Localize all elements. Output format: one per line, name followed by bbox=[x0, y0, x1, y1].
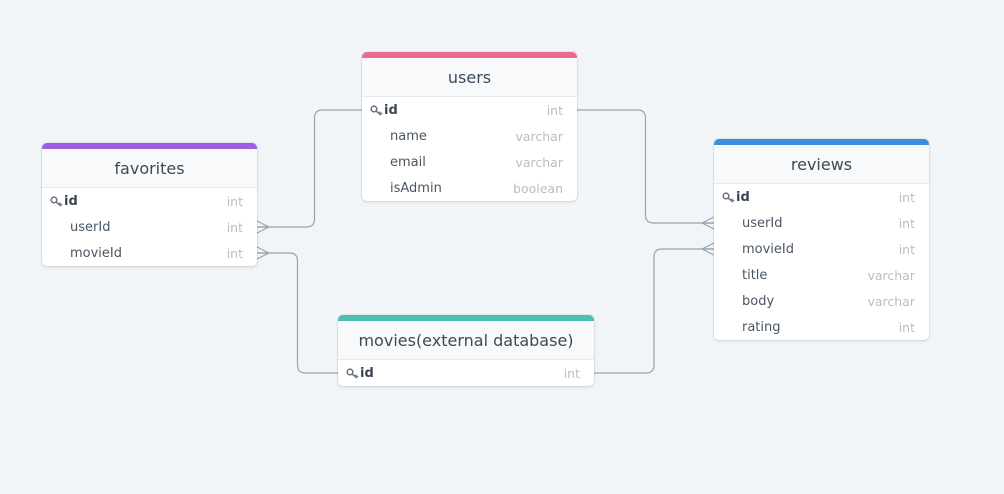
table-reviews-title: reviews bbox=[714, 145, 929, 184]
field-name: id bbox=[360, 365, 374, 381]
field-type: varchar bbox=[515, 128, 563, 144]
field-type: int bbox=[226, 193, 243, 209]
field-type: boolean bbox=[513, 180, 563, 196]
primary-key-icon bbox=[48, 195, 64, 207]
field-type: int bbox=[563, 365, 580, 381]
table-reviews[interactable]: reviews id int userId int movieId int title var… bbox=[714, 139, 929, 340]
field-name: movieId bbox=[742, 241, 795, 257]
table-favorites-color-bar bbox=[42, 143, 257, 149]
link-movies-reviews bbox=[594, 248, 714, 374]
link-favorites-movies bbox=[257, 252, 338, 374]
table-movies-title: movies(external database) bbox=[338, 321, 594, 360]
field-type: int bbox=[226, 245, 243, 261]
field-row-isAdmin[interactable]: isAdmin boolean bbox=[362, 175, 577, 201]
field-name: id bbox=[736, 189, 750, 205]
field-name: rating bbox=[742, 319, 781, 335]
table-movies[interactable]: movies(external database) id int bbox=[338, 315, 594, 386]
field-name: id bbox=[64, 193, 78, 209]
table-favorites-title: favorites bbox=[42, 149, 257, 188]
field-type: varchar bbox=[515, 154, 563, 170]
field-row-body[interactable]: body varchar bbox=[714, 288, 929, 314]
field-type: varchar bbox=[867, 293, 915, 309]
field-row-rating[interactable]: rating int bbox=[714, 314, 929, 340]
crows-foot-favorites-movieid bbox=[256, 246, 270, 260]
crows-foot-reviews-movieid bbox=[701, 242, 715, 256]
field-row-movieId[interactable]: movieId int bbox=[714, 236, 929, 262]
field-name: userId bbox=[742, 215, 783, 231]
primary-key-icon bbox=[720, 191, 736, 203]
field-name: id bbox=[384, 102, 398, 118]
field-type: int bbox=[546, 102, 563, 118]
table-movies-color-bar bbox=[338, 315, 594, 321]
field-row-id[interactable]: id int bbox=[362, 97, 577, 123]
field-name: body bbox=[742, 293, 775, 309]
field-row-id[interactable]: id int bbox=[338, 360, 594, 386]
table-users-color-bar bbox=[362, 52, 577, 58]
field-name: title bbox=[742, 267, 768, 283]
field-type: int bbox=[898, 241, 915, 257]
field-row-name[interactable]: name varchar bbox=[362, 123, 577, 149]
table-users-title: users bbox=[362, 58, 577, 97]
crows-foot-reviews-userid bbox=[701, 216, 715, 230]
field-row-userId[interactable]: userId int bbox=[714, 210, 929, 236]
field-name: name bbox=[390, 128, 427, 144]
link-users-reviews bbox=[577, 109, 714, 224]
field-name: movieId bbox=[70, 245, 123, 261]
field-type: int bbox=[226, 219, 243, 235]
field-name: isAdmin bbox=[390, 180, 442, 196]
field-row-movieId[interactable]: movieId int bbox=[42, 240, 257, 266]
table-reviews-color-bar bbox=[714, 139, 929, 145]
field-row-email[interactable]: email varchar bbox=[362, 149, 577, 175]
primary-key-icon bbox=[368, 104, 384, 116]
field-row-id[interactable]: id int bbox=[714, 184, 929, 210]
field-name: userId bbox=[70, 219, 111, 235]
table-favorites[interactable]: favorites id int userId int movieId int bbox=[42, 143, 257, 266]
field-type: varchar bbox=[867, 267, 915, 283]
field-row-title[interactable]: title varchar bbox=[714, 262, 929, 288]
field-row-userId[interactable]: userId int bbox=[42, 214, 257, 240]
field-type: int bbox=[898, 189, 915, 205]
table-users[interactable]: users id int name varchar email varchar isAdmi… bbox=[362, 52, 577, 201]
link-favorites-users bbox=[257, 109, 362, 228]
field-name: email bbox=[390, 154, 426, 170]
crows-foot-favorites-userid bbox=[256, 220, 270, 234]
primary-key-icon bbox=[344, 367, 360, 379]
field-row-id[interactable]: id int bbox=[42, 188, 257, 214]
field-type: int bbox=[898, 319, 915, 335]
field-type: int bbox=[898, 215, 915, 231]
